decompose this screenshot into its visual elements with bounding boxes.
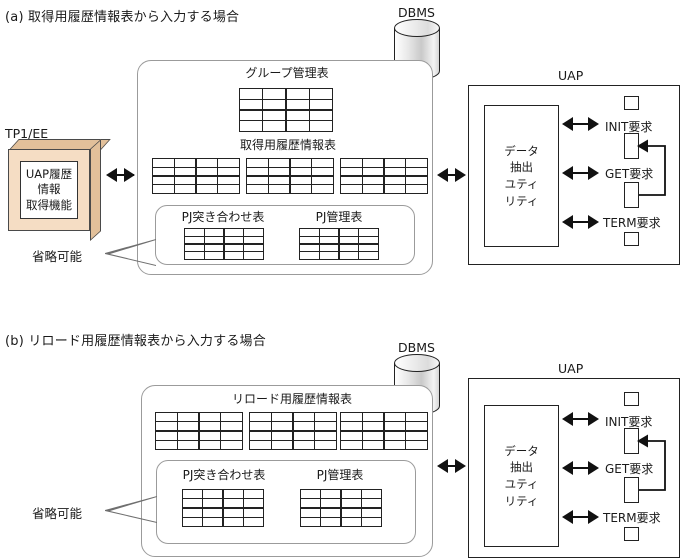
dbms-label-a: DBMS: [398, 5, 435, 20]
pj-management-table-a: [299, 228, 379, 260]
tp1ee-3d-box: UAP履歴 情報 取得機能: [8, 139, 111, 241]
cylinder-top-ellipse: [394, 354, 440, 372]
reload-history-table-1: [155, 412, 243, 450]
init-request-label-a: INIT要求: [605, 120, 653, 134]
uap-history-function-box: UAP履歴 情報 取得機能: [20, 161, 78, 219]
tp1ee-label: TP1/EE: [5, 126, 49, 141]
init-request-label-b: INIT要求: [605, 415, 653, 429]
reload-history-table-title: リロード用履歴情報表: [231, 392, 352, 406]
data-extraction-utility-b: データ 抽出 ユティ リティ: [484, 405, 559, 547]
pj-match-table-title-a: PJ突き合わせ表: [181, 210, 265, 224]
acquire-history-table-2: [246, 158, 334, 194]
request-marker-get-term-a: [624, 182, 639, 208]
omit-label-a: 省略可能: [32, 249, 83, 264]
pj-match-table-a: [184, 228, 264, 260]
request-marker-get-term-b: [624, 477, 639, 503]
data-extraction-utility-a: データ 抽出 ユティ リティ: [484, 105, 559, 247]
pj-management-table-title-a: PJ管理表: [315, 210, 363, 224]
acquire-history-table-title: 取得用履歴情報表: [239, 138, 336, 152]
section-b-heading: (b) リロード用履歴情報表から入力する場合: [5, 334, 266, 349]
request-marker-top-a: [624, 96, 639, 110]
group-management-table: [239, 88, 333, 132]
uap-label-a: UAP: [558, 68, 584, 83]
request-marker-top-b: [624, 392, 639, 406]
term-request-label-b: TERM要求: [603, 511, 661, 525]
pj-match-table-b: [182, 489, 264, 527]
get-request-label-b: GET要求: [605, 462, 654, 476]
get-request-label-a: GET要求: [605, 167, 654, 181]
request-marker-bottom-b: [624, 527, 639, 541]
acquire-history-table-3: [340, 158, 428, 194]
term-request-label-a: TERM要求: [603, 216, 661, 230]
request-marker-bottom-a: [624, 232, 639, 246]
uap-label-b: UAP: [558, 361, 584, 376]
pj-management-table-b: [300, 489, 382, 527]
omit-label-b: 省略可能: [32, 506, 83, 521]
group-table-title: グループ管理表: [245, 66, 329, 80]
section-a-heading: (a) 取得用履歴情報表から入力する場合: [5, 10, 240, 25]
reload-history-table-3: [340, 412, 428, 450]
pj-match-table-title-b: PJ突き合わせ表: [182, 468, 266, 482]
pj-management-table-title-b: PJ管理表: [316, 468, 364, 482]
acquire-history-table-1: [152, 158, 240, 194]
dbms-label-b: DBMS: [398, 340, 435, 355]
reload-history-table-2: [249, 412, 337, 450]
cylinder-top-ellipse: [394, 19, 440, 37]
